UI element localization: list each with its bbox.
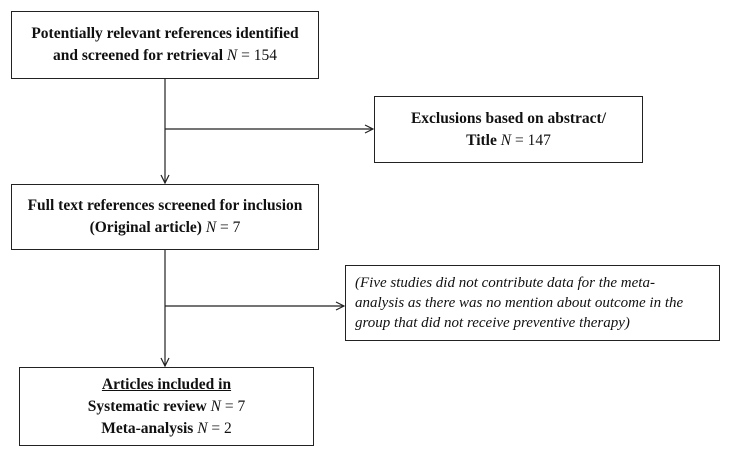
n-symbol: N: [205, 219, 217, 236]
excluded-studies-note-box: (Five studies did not contribute data fo…: [345, 265, 720, 341]
articles-included-heading: Articles included in: [101, 375, 232, 393]
exclusions-label: Title: [466, 131, 497, 149]
n-symbol: N: [500, 131, 512, 149]
full-text-label: (Original article): [89, 219, 202, 236]
exclusions-box: Exclusions based on abstract/ Title N = …: [374, 96, 643, 163]
references-identified-count: = 154: [237, 47, 277, 64]
full-text-line1: Full text references screened for inclus…: [27, 197, 303, 214]
n-symbol: N: [197, 419, 208, 437]
full-text-screened-box: Full text references screened for inclus…: [11, 184, 319, 250]
note-line-2: analysis as there was no mention about o…: [355, 295, 684, 311]
full-text-line2: (Original article) N = 7: [90, 217, 241, 239]
meta-analysis-count: = 2: [207, 419, 232, 437]
meta-analysis-label: Meta-analysis: [101, 419, 194, 437]
exclusions-line1: Exclusions based on abstract/: [410, 109, 607, 127]
exclusions-line2: Title N = 147: [466, 130, 551, 152]
meta-analysis-line: Meta-analysis N = 2: [101, 418, 232, 440]
exclusions-count: = 147: [511, 131, 551, 149]
references-identified-line2: and screened for retrieval N = 154: [53, 45, 277, 67]
references-identified-line1: Potentially relevant references identifi…: [31, 25, 299, 42]
note-line-1: (Five studies did not contribute data fo…: [355, 275, 655, 291]
references-identified-box: Potentially relevant references identifi…: [11, 11, 319, 79]
n-symbol: N: [210, 397, 221, 415]
articles-included-box: Articles included in Systematic review N…: [19, 367, 314, 446]
systematic-review-count: = 7: [220, 397, 246, 415]
n-symbol: N: [226, 47, 238, 64]
full-text-count: = 7: [216, 219, 241, 236]
note-line-3: group that did not receive preventive th…: [355, 315, 630, 331]
references-identified-label: and screened for retrieval: [53, 47, 224, 64]
systematic-review-label: Systematic review: [87, 397, 207, 415]
systematic-review-line: Systematic review N = 7: [88, 396, 245, 418]
